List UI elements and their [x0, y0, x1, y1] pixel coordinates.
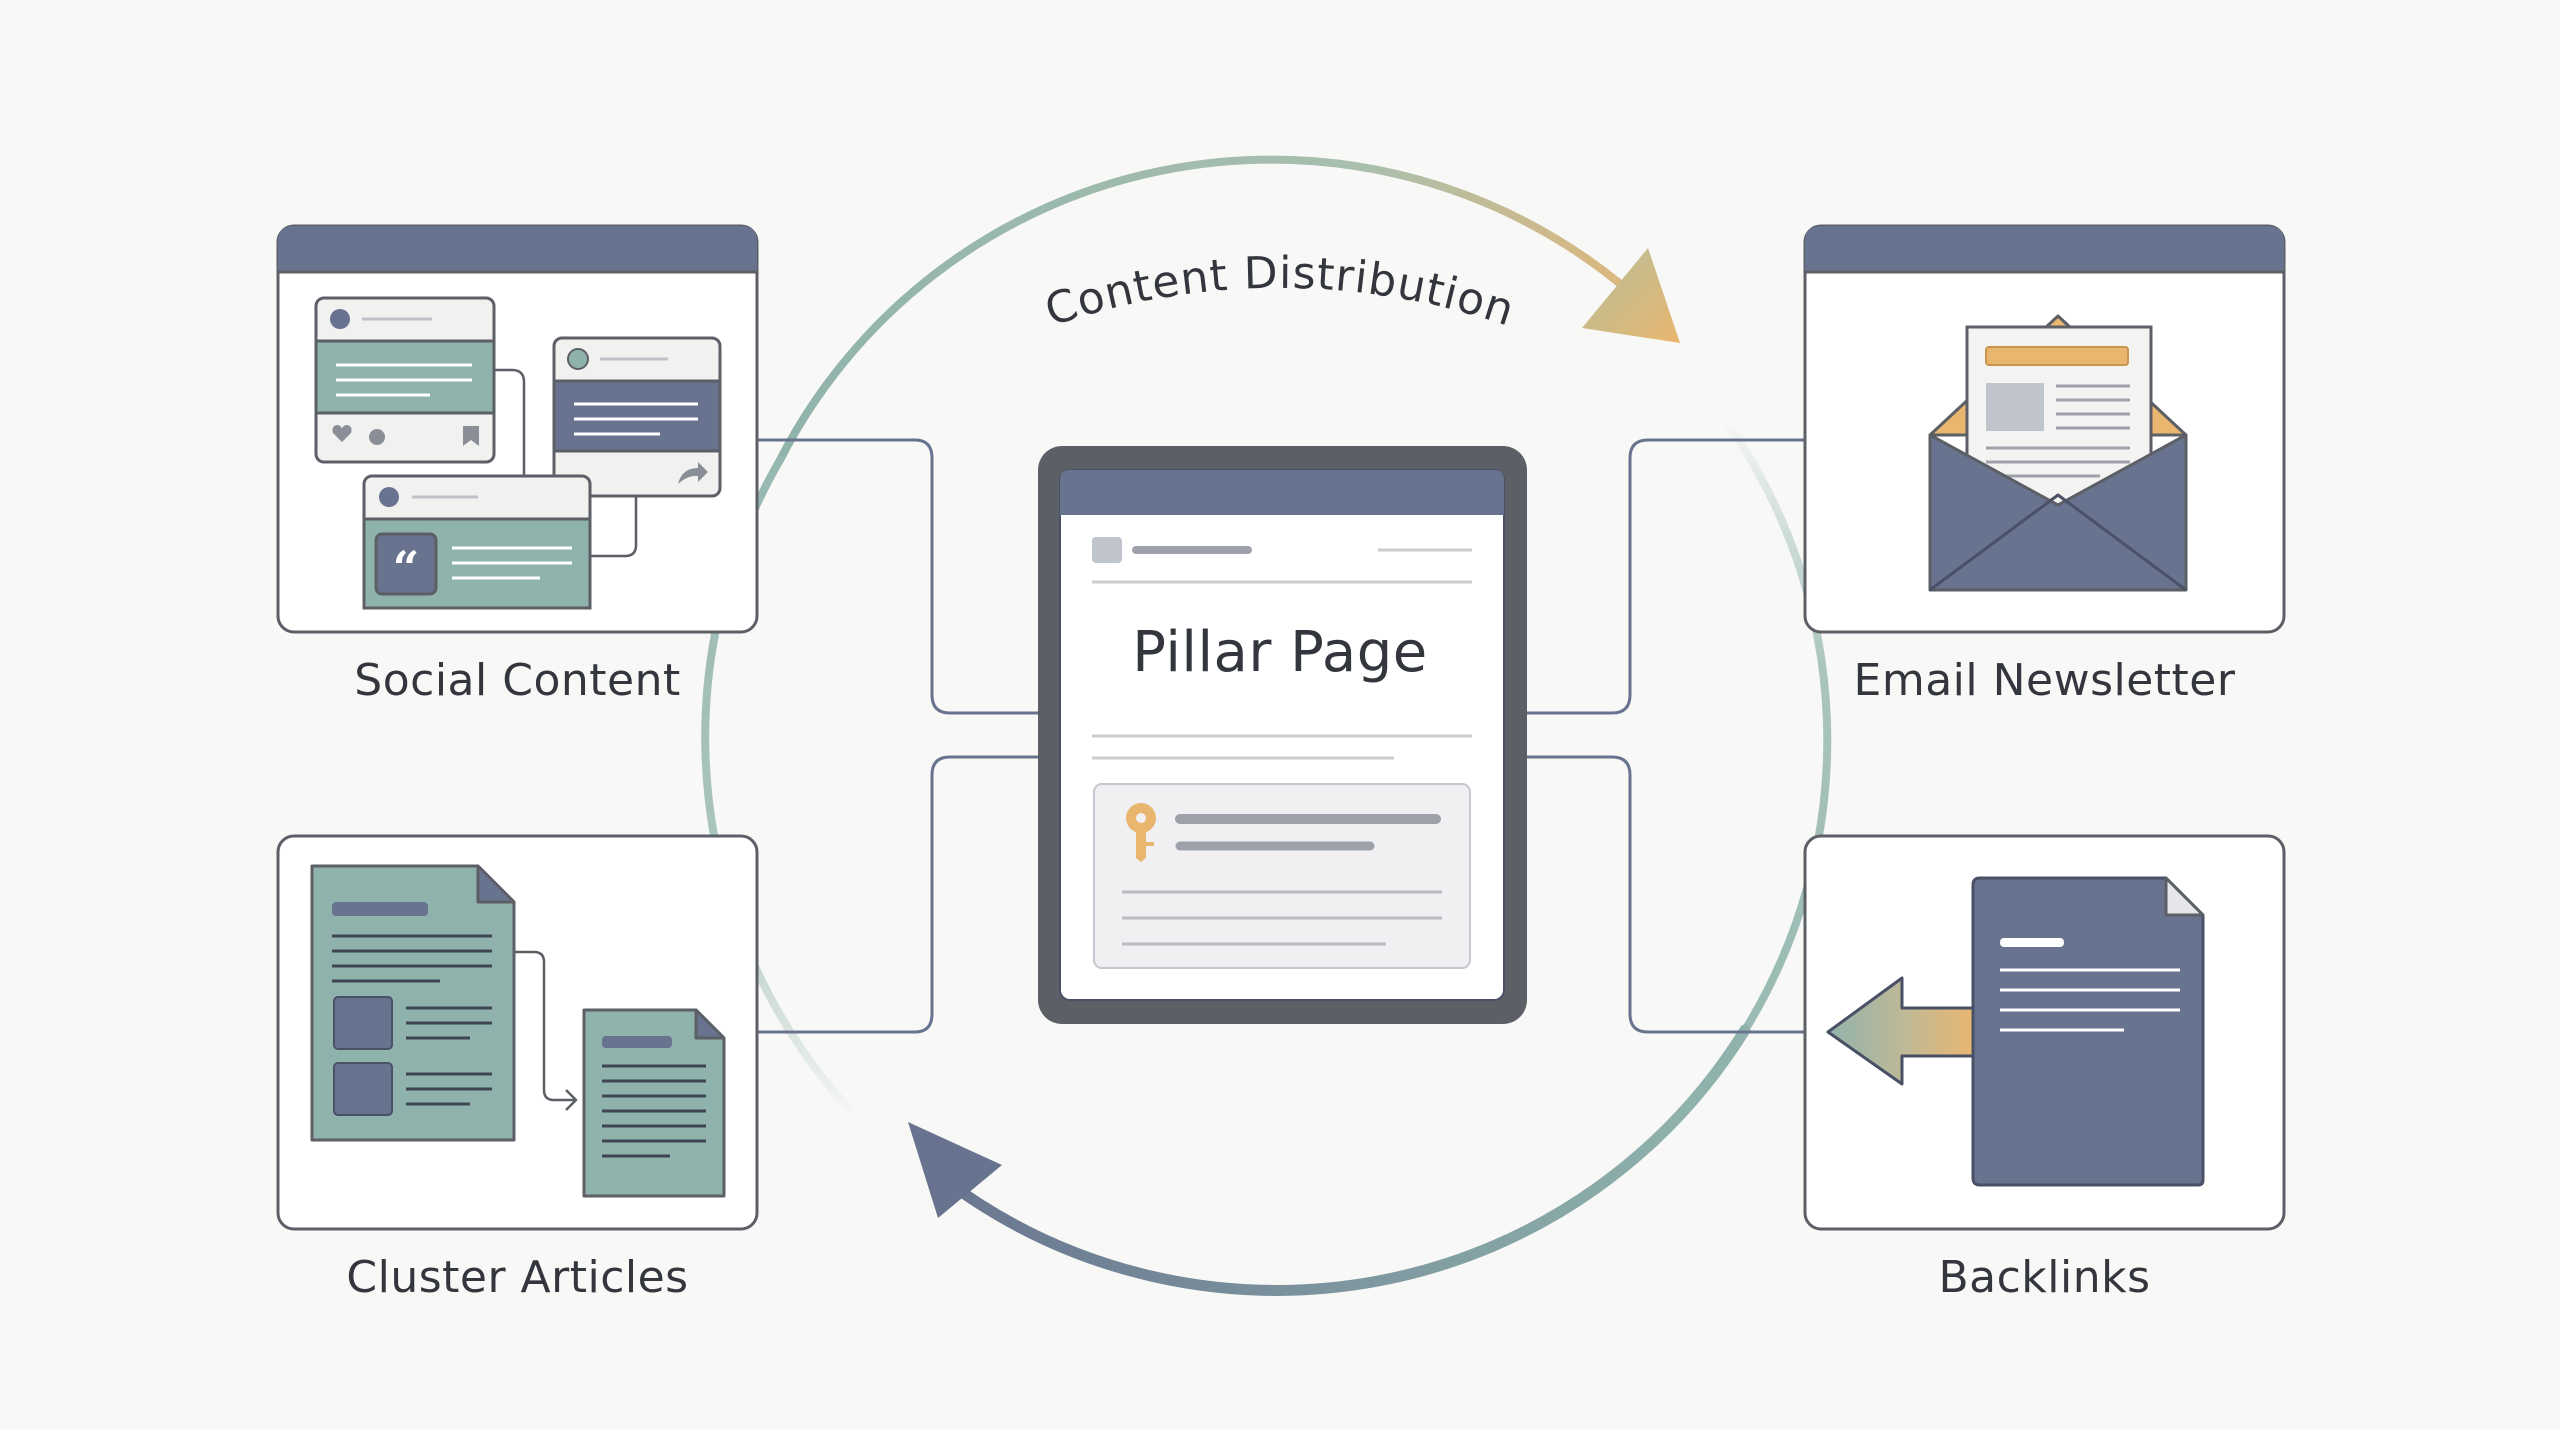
backlinks-label: Backlinks [1938, 1252, 2151, 1303]
cycle-arrow-head-top-icon [1582, 248, 1680, 343]
connector-email [1527, 438, 1805, 715]
pillar-page-title: Pillar Page [1132, 620, 1428, 685]
document-small-icon [582, 1008, 726, 1198]
social-post-2 [552, 336, 722, 498]
heart-icon [332, 425, 352, 442]
connector-backlinks [1527, 755, 1805, 1034]
cycle-arrow-head-bottom-icon [908, 1122, 1002, 1218]
document-large-icon [310, 864, 516, 1142]
email-newsletter-label: Email Newsletter [1853, 655, 2236, 706]
bookmark-icon [463, 426, 479, 446]
quote-icon: “ [393, 541, 419, 595]
cycle-label: Content Distribution [1039, 248, 1521, 337]
backlinks-card [1803, 834, 2286, 1231]
connector-social [757, 438, 1038, 715]
envelope-icon [1928, 314, 2188, 592]
social-content-label: Social Content [354, 655, 681, 706]
social-post-1 [314, 296, 496, 464]
share-icon [678, 462, 708, 484]
backlink-arrow-icon [1826, 976, 1975, 1086]
cluster-articles-label: Cluster Articles [346, 1252, 689, 1303]
pillar-page-card [1038, 446, 1527, 1024]
cycle-ring [701, 155, 1832, 1296]
email-card [1803, 224, 2286, 634]
comment-icon [369, 429, 385, 445]
social-card: “ [276, 224, 759, 634]
connectors [757, 438, 1805, 1034]
backlink-document-icon [1971, 876, 2205, 1187]
social-post-3: “ [362, 474, 592, 610]
key-icon [1126, 803, 1156, 862]
connector-cluster [757, 755, 1038, 1034]
cluster-card [276, 834, 759, 1231]
link-arrow-icon [514, 950, 578, 1111]
